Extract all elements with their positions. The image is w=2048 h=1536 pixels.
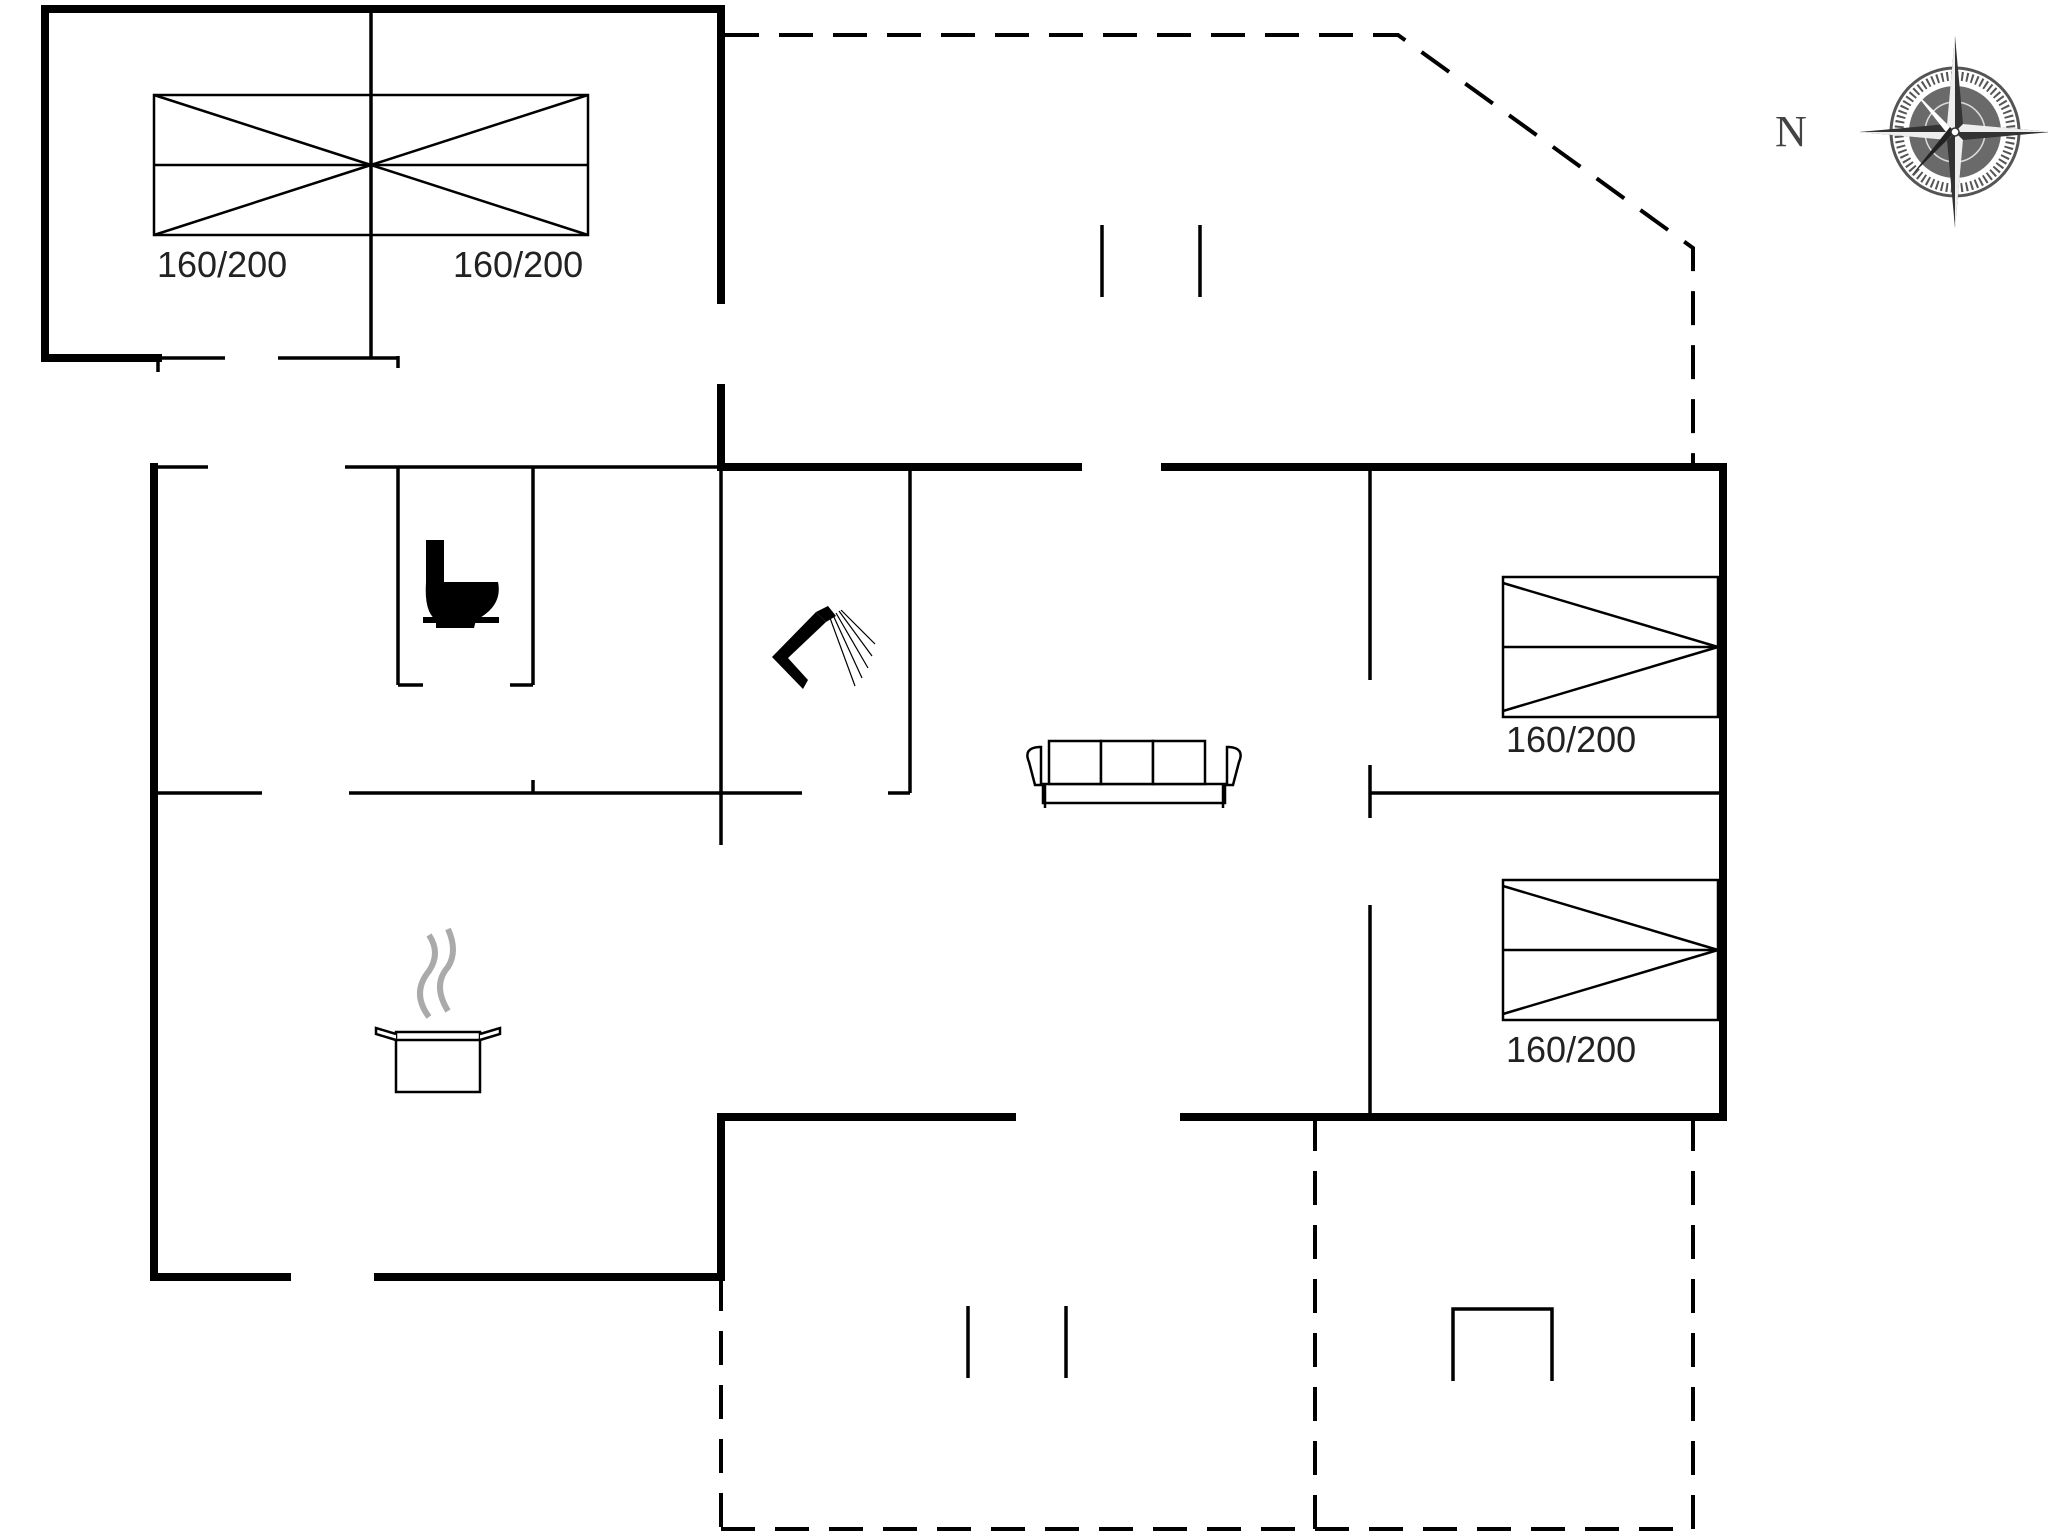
main-house-walls bbox=[150, 463, 1727, 1281]
north-bedroom-walls bbox=[41, 5, 725, 471]
bed-size-label: 160/200 bbox=[157, 244, 287, 285]
sofa-icon bbox=[1026, 739, 1242, 808]
single-bed bbox=[1501, 575, 1720, 719]
north-bedroom-partitions bbox=[156, 9, 400, 372]
interior-partitions bbox=[154, 467, 1723, 1117]
north-label: N bbox=[1775, 107, 1807, 156]
bed-size-label: 160/200 bbox=[1506, 1029, 1636, 1070]
single-bed bbox=[1501, 878, 1720, 1022]
bed-size-label: 160/200 bbox=[1506, 719, 1636, 760]
shower-icon bbox=[772, 606, 876, 689]
compass-rose-icon bbox=[1859, 36, 2048, 228]
south-terrace bbox=[719, 1117, 1695, 1536]
toilet-icon bbox=[423, 540, 499, 628]
north-terrace bbox=[725, 33, 1695, 467]
cooking-pot-icon bbox=[374, 927, 502, 1094]
double-bed bbox=[152, 93, 590, 237]
bed-size-label: 160/200 bbox=[453, 244, 583, 285]
